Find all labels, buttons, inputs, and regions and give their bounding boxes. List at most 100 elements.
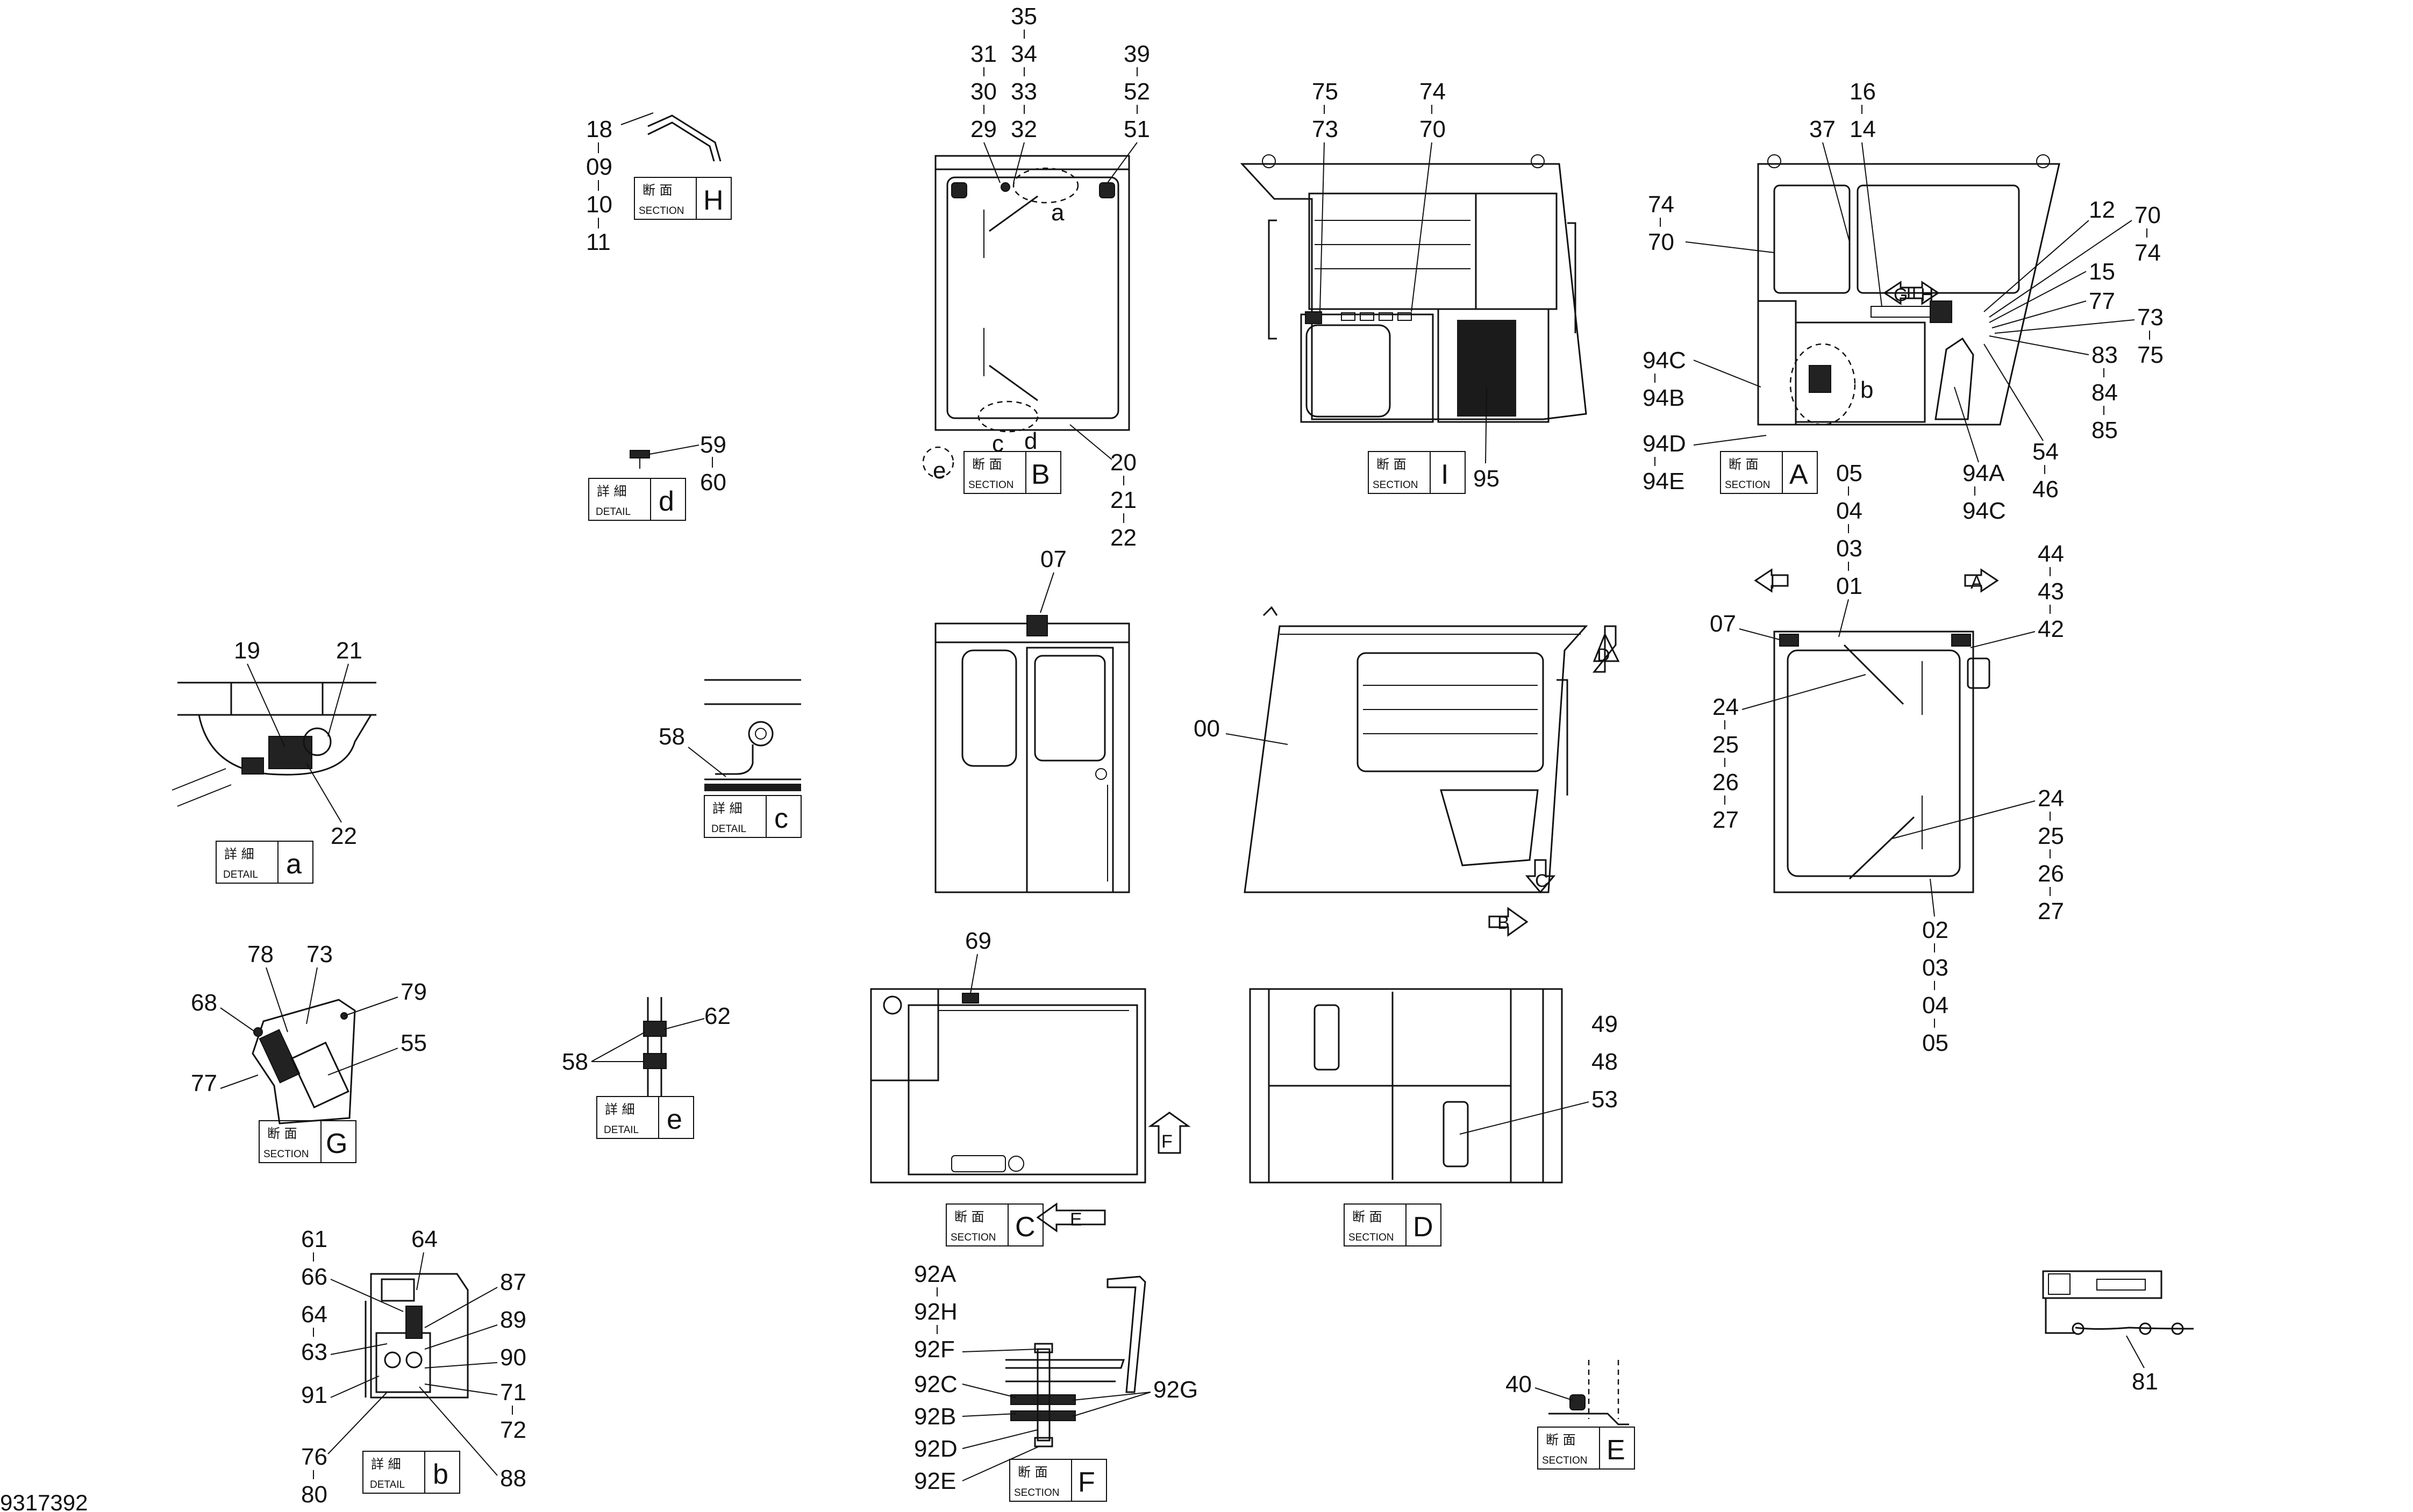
part-label: 70 <box>2134 202 2161 228</box>
svg-text:断 面: 断 面 <box>1352 1209 1382 1224</box>
part-label: 73 <box>1312 116 1338 142</box>
part-label: 58 <box>659 723 685 750</box>
part-label: 29 <box>970 116 997 142</box>
part-label: 05 <box>1922 1030 1948 1056</box>
view-letter: F <box>1078 1467 1095 1498</box>
part-label: 03 <box>1922 955 1948 981</box>
view-arrow-a: A <box>1964 568 1999 593</box>
part-label: 73 <box>306 941 333 968</box>
svg-text:DETAIL: DETAIL <box>711 823 746 835</box>
view-arrow-i: I <box>1754 568 1789 593</box>
view-letter: a <box>286 849 302 880</box>
part-label: 04 <box>1836 498 1862 524</box>
svg-text:詳 細: 詳 細 <box>224 847 254 862</box>
view-arrow-b: B <box>1488 907 1529 937</box>
part-label: 55 <box>401 1030 427 1056</box>
detail-e-tag: 詳 細 DETAIL e <box>596 1096 694 1139</box>
part-label: c <box>992 431 1004 457</box>
cab-side-view: 00 D C B <box>1194 606 1620 937</box>
svg-text:断 面: 断 面 <box>972 457 1002 472</box>
part-label: d <box>1024 428 1037 454</box>
part-label: 05 <box>1836 460 1862 486</box>
part-label: 81 <box>2132 1368 2158 1395</box>
part-label: 71 <box>500 1379 526 1406</box>
section-c-tag: 断 面 SECTION C <box>946 1203 1044 1246</box>
part-label: 94C <box>1962 498 2006 524</box>
view-letter: D <box>1413 1212 1433 1243</box>
svg-text:断 面: 断 面 <box>1729 457 1759 472</box>
part-label: 70 <box>1419 116 1446 142</box>
part-label: 76 <box>301 1444 327 1470</box>
part-label: 27 <box>1712 807 1739 833</box>
part-label: 87 <box>500 1269 526 1295</box>
view-arrow-h: H <box>1908 281 1940 305</box>
part-label: A <box>1971 572 1983 593</box>
part-label: 74 <box>2134 240 2161 266</box>
part-label: 22 <box>331 823 357 849</box>
part-label: 02 <box>1922 917 1948 943</box>
part-label: 34 <box>1011 41 1037 67</box>
svg-text:DETAIL: DETAIL <box>370 1479 405 1490</box>
part-label: 18 <box>586 116 612 142</box>
section-a-tag: 断 面 SECTION A <box>1720 451 1818 494</box>
part-label: 25 <box>1712 732 1739 758</box>
part-label: 62 <box>704 1003 731 1029</box>
part-label: 68 <box>191 990 217 1016</box>
part-label: F <box>1161 1131 1173 1152</box>
part-label: I <box>1770 572 1775 593</box>
part-label: 92F <box>914 1336 955 1363</box>
view-letter: c <box>774 803 788 834</box>
part-label: C <box>1535 871 1548 891</box>
part-label: 33 <box>1011 78 1037 105</box>
detail-d-tag: 詳 細 DETAIL d <box>588 478 686 521</box>
view-letter: G <box>326 1128 347 1159</box>
detail-a-view: 19 21 22 詳 細 DETAIL a <box>172 637 376 884</box>
part-label: 79 <box>401 979 427 1005</box>
part-label: 92E <box>914 1468 956 1494</box>
part-label: 46 <box>2032 476 2059 503</box>
view-letter: I <box>1441 459 1448 490</box>
section-e-tag: 断 面 SECTION E <box>1537 1427 1635 1470</box>
view-arrow-c: C <box>1525 859 1556 894</box>
section-a-view: G H 16 14 37 12 74 70 70 74 15 77 73 75 … <box>1643 78 2164 524</box>
part-label: 03 <box>1836 535 1862 562</box>
part-label: 72 <box>500 1417 526 1443</box>
part-label: 37 <box>1809 116 1836 142</box>
part-label: 64 <box>301 1301 327 1328</box>
svg-text:SECTION: SECTION <box>263 1149 309 1160</box>
view-letter: E <box>1607 1435 1625 1466</box>
svg-text:断 面: 断 面 <box>1376 457 1407 472</box>
part-label: 92G <box>1153 1377 1198 1403</box>
part-label: 63 <box>301 1339 327 1365</box>
part-label: 10 <box>586 191 612 218</box>
part-label: E <box>1070 1209 1082 1230</box>
part-label: 77 <box>2089 288 2115 314</box>
svg-text:断 面: 断 面 <box>1018 1465 1048 1480</box>
part-label: 92D <box>914 1436 958 1462</box>
svg-text:SECTION: SECTION <box>968 479 1013 491</box>
svg-text:SECTION: SECTION <box>951 1232 996 1243</box>
part-label: G <box>1894 285 1908 305</box>
section-f-tag: 断 面 SECTION F <box>1009 1459 1107 1502</box>
part-label: 78 <box>247 941 274 968</box>
part-label: 30 <box>970 78 997 105</box>
svg-text:DETAIL: DETAIL <box>223 869 258 880</box>
part-label: e <box>933 457 946 484</box>
svg-text:詳 細: 詳 細 <box>597 484 627 499</box>
part-label: 44 <box>2038 541 2064 567</box>
section-i-view: 75 74 73 70 95 断 面 SECTION I <box>1240 78 1587 494</box>
cab-top-view: 05 04 03 01 I A 07 44 43 42 24 25 26 27 … <box>1710 460 2064 1056</box>
part-label: 64 <box>411 1226 438 1252</box>
section-b-view: 35 31 34 39 30 33 52 29 32 51 a c d e 20 <box>922 3 1150 551</box>
part-label: D <box>1597 645 1610 665</box>
part-label: 70 <box>1648 229 1674 255</box>
part-label: 94B <box>1643 385 1684 411</box>
section-f-view: 92A 92H 92F 92C 92B 92D 92E 92G 断 面 SECT… <box>914 1261 1198 1502</box>
part-label: 84 <box>2091 379 2118 406</box>
part-label: 24 <box>1712 694 1739 720</box>
view-letter: e <box>667 1104 682 1135</box>
part-label: 61 <box>301 1226 327 1252</box>
section-h-view: 18 09 10 11 断 面 SECTION H <box>586 112 732 255</box>
part-label: 77 <box>191 1070 217 1097</box>
